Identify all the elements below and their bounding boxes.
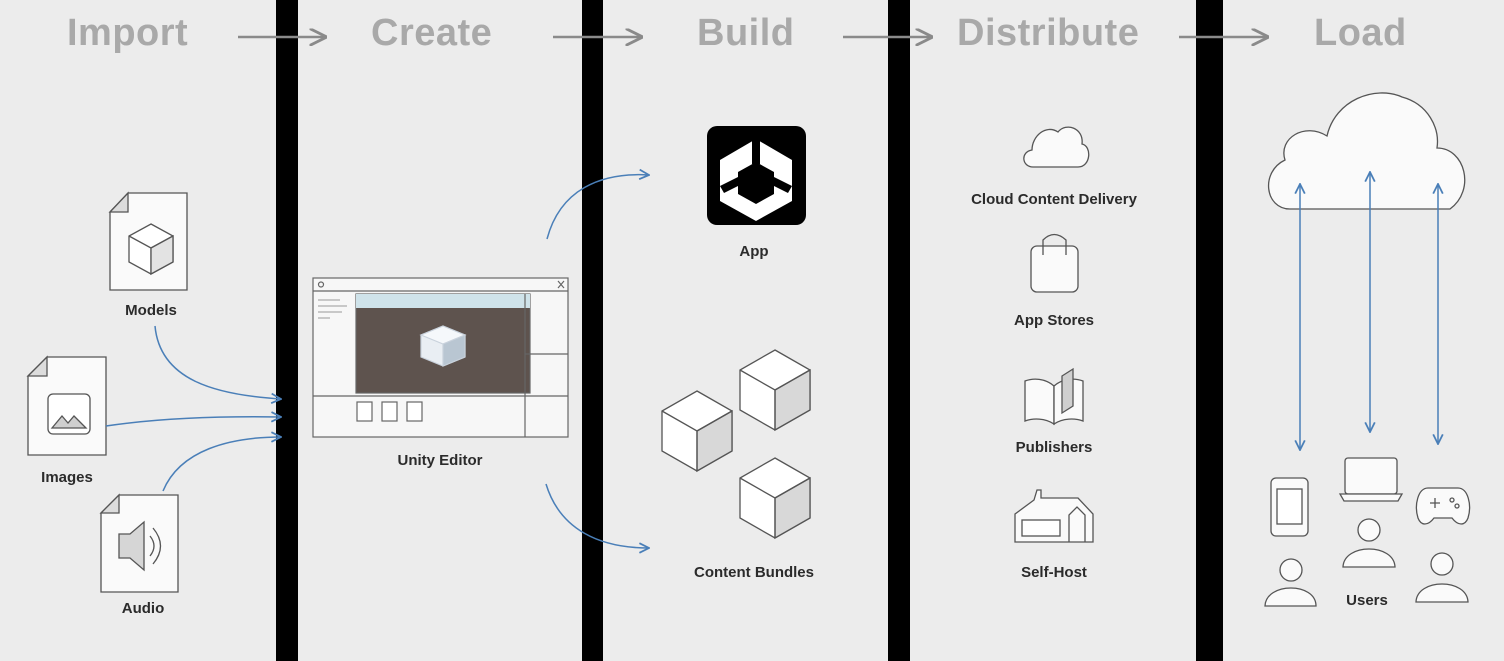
column-divider xyxy=(888,0,910,661)
image-file-icon xyxy=(26,355,107,456)
user-icon xyxy=(1342,518,1396,568)
audio-label: Audio xyxy=(121,600,165,617)
stage-title-create: Create xyxy=(371,12,493,54)
user-icon xyxy=(1415,552,1469,603)
audio-file-icon xyxy=(99,493,179,593)
gamepad-icon xyxy=(1415,487,1471,525)
bundle-cube xyxy=(739,457,811,540)
images-label: Images xyxy=(41,469,93,486)
content-bundles-label: Content Bundles xyxy=(694,564,814,581)
stage-title-distribute: Distribute xyxy=(957,12,1140,54)
bundle-cube xyxy=(739,349,811,432)
unity-editor-label: Unity Editor xyxy=(397,452,483,469)
laptop-icon xyxy=(1338,457,1404,502)
book-icon xyxy=(1024,367,1084,426)
app-stores-label: App Stores xyxy=(1013,312,1095,329)
column-divider xyxy=(276,0,298,661)
stage-title-import: Import xyxy=(67,12,189,54)
publishers-label: Publishers xyxy=(1015,439,1093,456)
build-arrows xyxy=(545,175,649,548)
cloud-icon xyxy=(1023,126,1090,168)
unity-app-icon xyxy=(707,126,806,225)
bundle-cube xyxy=(661,390,733,473)
load-cloud-icon xyxy=(1268,92,1466,210)
stage-title-load: Load xyxy=(1314,12,1407,54)
models-label: Models xyxy=(125,302,177,319)
users-label: Users xyxy=(1346,592,1388,609)
phone-icon xyxy=(1270,477,1309,537)
import-arrows xyxy=(105,325,281,492)
column-divider xyxy=(582,0,603,661)
content-bundle-cubes xyxy=(661,349,811,540)
app-label: App xyxy=(739,243,769,260)
load-arrows xyxy=(1300,172,1438,450)
column-divider xyxy=(1196,0,1223,661)
user-icon xyxy=(1264,558,1317,607)
unity-editor-window xyxy=(312,277,569,438)
house-icon xyxy=(1014,489,1094,543)
cloud-content-delivery-label: Cloud Content Delivery xyxy=(971,191,1137,208)
model-file-icon xyxy=(108,191,188,291)
self-host-label: Self-Host xyxy=(1021,564,1087,581)
shopping-bag-icon xyxy=(1030,233,1079,293)
stage-title-build: Build xyxy=(697,12,795,54)
